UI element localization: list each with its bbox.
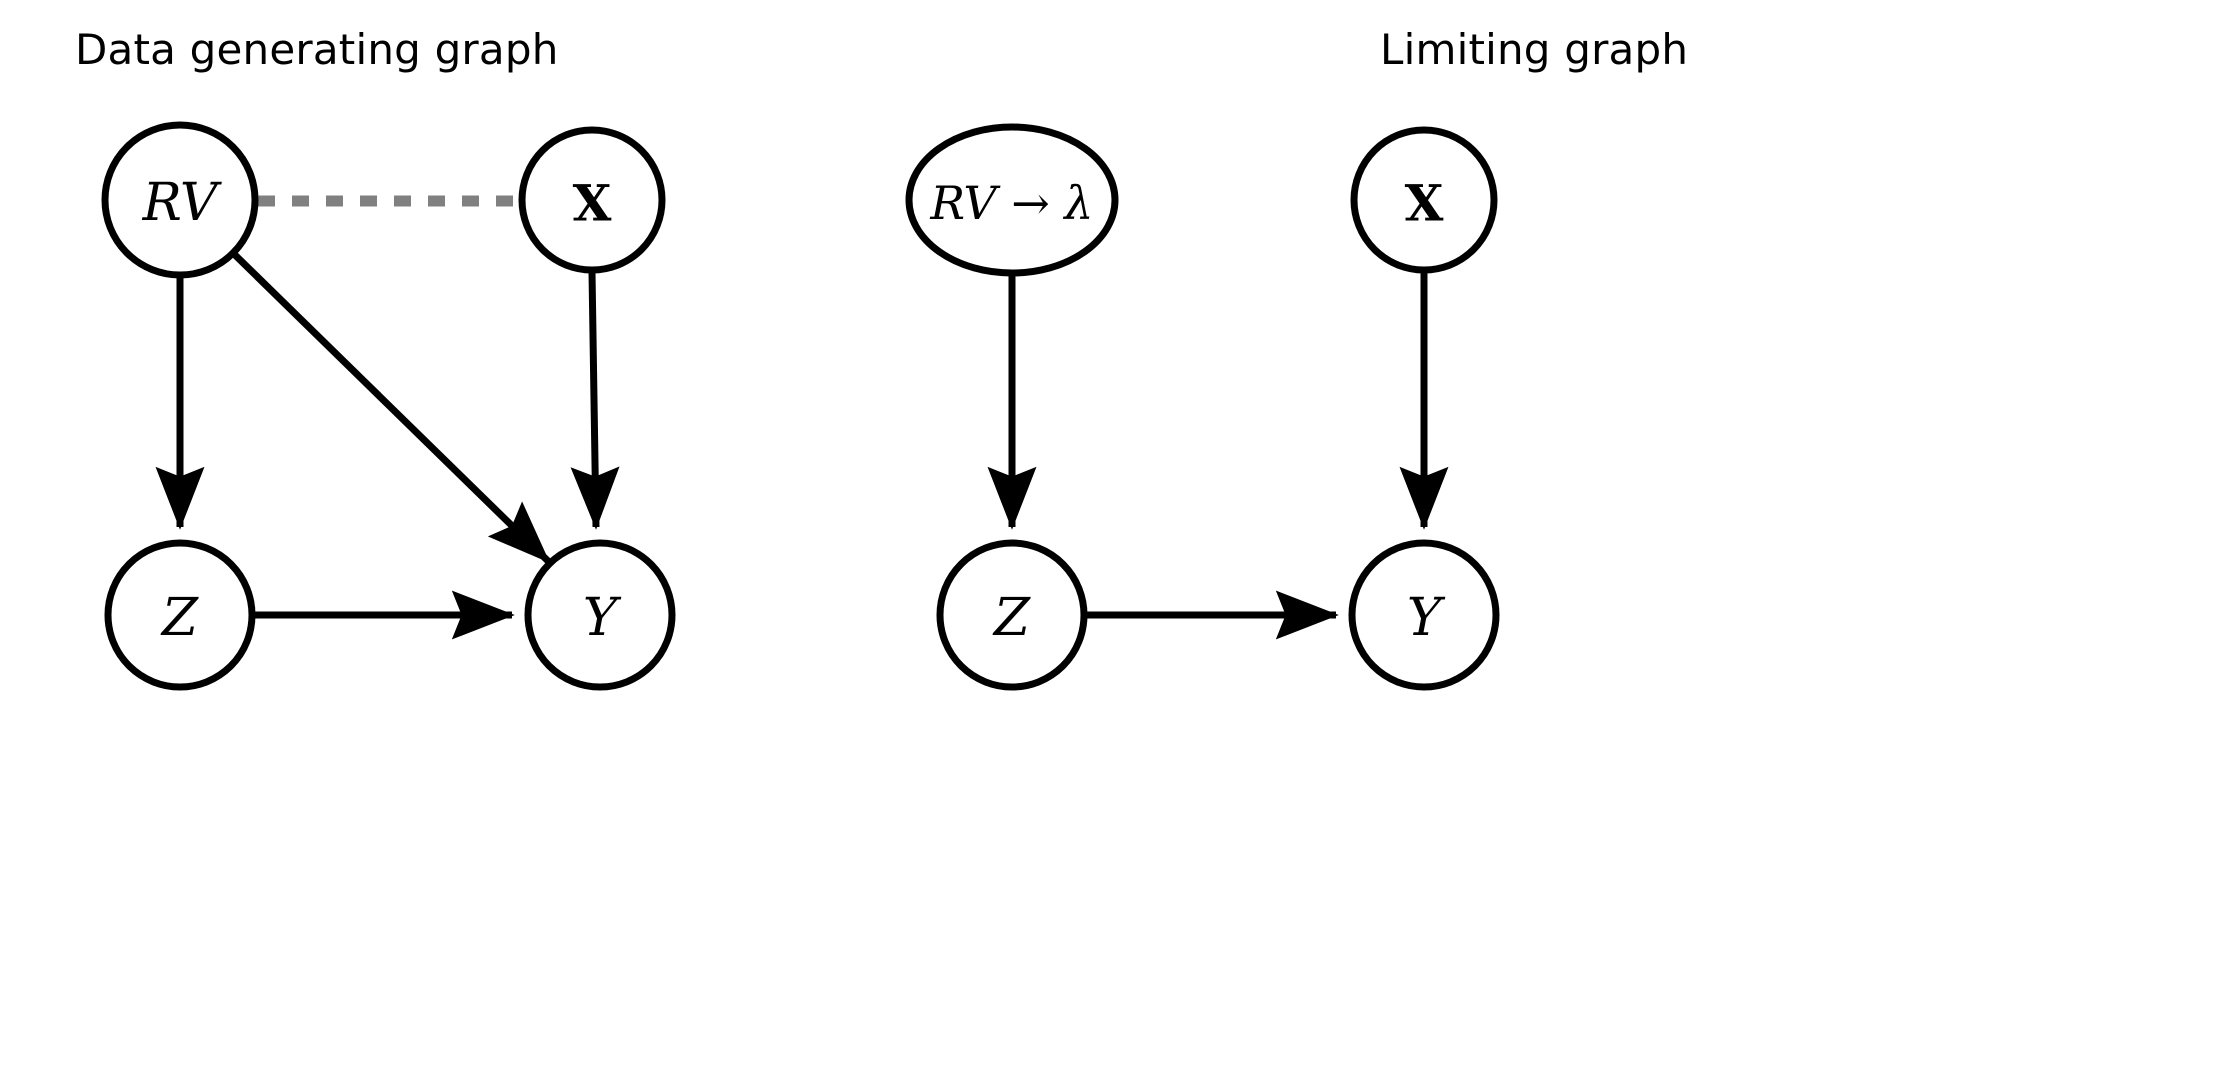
panel-title-limiting: Limiting graph <box>1380 25 1688 74</box>
edge-rv-to-y <box>231 251 551 564</box>
node-x-right-label: X <box>1405 174 1444 233</box>
edge-group-left <box>155 195 620 640</box>
node-z-right[interactable]: Z <box>936 539 1088 691</box>
node-x-left-circle[interactable] <box>518 126 666 274</box>
node-rv[interactable]: RV <box>101 121 259 279</box>
node-y-right-label: Y <box>1407 588 1446 648</box>
node-x-left-label: X <box>573 174 612 233</box>
node-x-left[interactable]: X <box>518 126 666 274</box>
panel-limiting: Limiting graph RV → λ X Z <box>905 25 1688 691</box>
node-z-left[interactable]: Z <box>104 539 256 691</box>
node-y-right-circle[interactable] <box>1348 539 1500 691</box>
node-z-left-circle[interactable] <box>104 539 256 691</box>
node-y-left-label: Y <box>583 588 622 648</box>
node-y-left-circle[interactable] <box>524 539 676 691</box>
node-y-left[interactable]: Y <box>524 539 676 691</box>
edge-group-right <box>987 272 1449 640</box>
node-z-right-label: Z <box>992 588 1031 648</box>
node-rv-lambda[interactable]: RV → λ <box>905 123 1119 277</box>
node-z-right-circle[interactable] <box>936 539 1088 691</box>
node-rv-lambda-label: RV → λ <box>929 176 1093 230</box>
panel-data-generating: Data generating graph RV X Z <box>75 25 676 691</box>
node-rv-label: RV <box>142 173 222 233</box>
node-x-right[interactable]: X <box>1350 126 1498 274</box>
node-rv-lambda-ellipse[interactable] <box>905 123 1119 277</box>
edge-x-to-y <box>570 271 620 530</box>
node-x-right-circle[interactable] <box>1350 126 1498 274</box>
node-z-left-label: Z <box>160 588 199 648</box>
node-rv-circle[interactable] <box>101 121 259 279</box>
panel-title-data-generating: Data generating graph <box>75 25 559 74</box>
node-y-right[interactable]: Y <box>1348 539 1500 691</box>
